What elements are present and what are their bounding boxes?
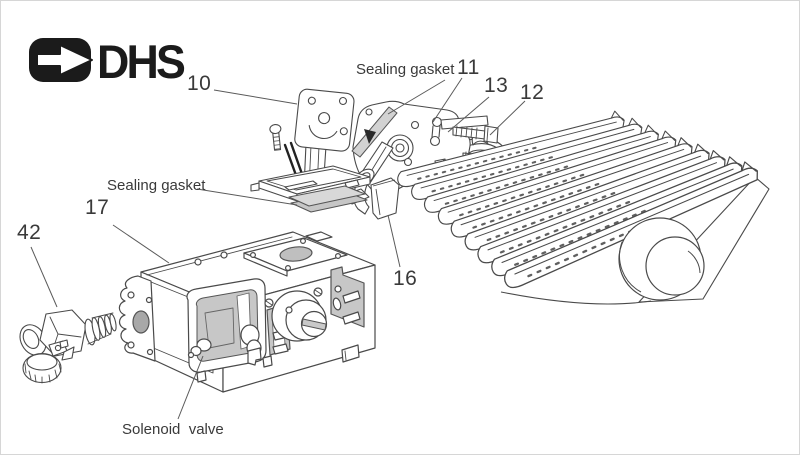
leader-lines [30,77,526,420]
leader-line-sealing-gasket-top [387,79,446,115]
pointer-strokes [283,141,304,180]
leader-line-12 [489,100,526,136]
right-arrow-icon [36,44,93,76]
switch-plate [294,88,355,152]
arrow-mark [364,129,376,144]
callout-16: 16 [393,267,418,290]
callout-13: 13 [484,74,509,97]
callout-12: 12 [520,81,545,104]
leader-line-13 [447,96,490,133]
bracket-assembly-drawing [250,88,371,213]
top-mounting-plate [243,231,348,277]
sealing-gasket-pad [288,185,366,207]
gas-valve-drawing [118,231,376,393]
end-drum-drawing [618,217,705,301]
logo-wordmark: DHS [97,35,185,88]
callout-10: 10 [187,72,212,95]
burner-fin-rack-drawing [392,108,765,305]
dhs-logo: DHS [29,35,188,88]
inlet-flange [118,275,156,362]
label-solenoid-valve: Solenoid valve [122,421,224,438]
leader-line-10 [213,89,298,105]
manifold-floor-edge [500,291,652,305]
leader-line-sealing-gasket-left [196,188,298,206]
leader-line-16 [387,214,401,268]
gas-inlet-elbow-drawing [19,309,117,384]
label-sealing-gasket-top: Sealing gasket [356,61,455,78]
callout-11: 11 [457,56,480,79]
callout-17: 17 [85,196,110,219]
knurled-flange [22,352,62,384]
leader-line-11 [432,77,463,123]
leader-line-solenoid [177,355,204,420]
valve-right-face [330,266,365,328]
wedge-bracket-drawing [370,177,400,220]
screw-10 [269,123,282,151]
leader-line-42 [30,246,58,308]
adjuster-knob [271,290,328,342]
callout-42: 42 [17,221,42,244]
injector-link [429,115,489,147]
leader-line-17 [112,224,170,264]
solenoid-valve-drawing [186,278,267,373]
hose-barbs [87,312,117,345]
label-sealing-gasket-left: Sealing gasket [107,177,206,194]
